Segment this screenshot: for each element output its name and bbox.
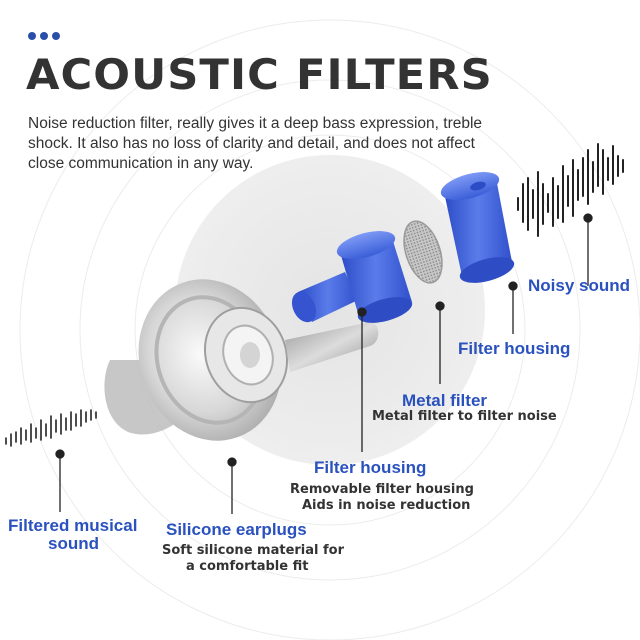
filter-housing-bottom-label: Filter housing <box>314 458 427 477</box>
metal-filter-label: Metal filter <box>402 391 488 410</box>
filtered-sound-wave <box>5 409 97 447</box>
filter-housing-right-shape <box>440 172 515 283</box>
page-title: ACOUSTIC FILTERS <box>26 50 493 99</box>
background-rings <box>19 19 640 640</box>
filtered-sound-label-line2: sound <box>48 534 99 553</box>
filter-housing-description-line2: Aids in noise reduction <box>302 498 471 513</box>
silicone-earplug-shape <box>104 279 379 441</box>
metal-filter-description: Metal filter to filter noise <box>372 409 557 424</box>
metal-filter-shape <box>403 220 443 284</box>
pointer-lines <box>55 213 593 514</box>
silicone-description-line1: Soft silicone material for <box>162 543 344 558</box>
noisy-sound-label: Noisy sound <box>528 276 631 295</box>
silicone-description-line2: a comfortable fit <box>186 559 309 574</box>
decorative-dots <box>28 32 60 40</box>
noisy-sound-wave <box>517 143 624 237</box>
filtered-sound-label-line1: Filtered musical <box>8 516 138 535</box>
description-text: Noise reduction filter, really gives it … <box>28 115 483 172</box>
filter-housing-left-shape <box>291 231 413 323</box>
filter-housing-top-label: Filter housing <box>458 339 571 358</box>
silicone-earplugs-label: Silicone earplugs <box>166 520 307 539</box>
filter-housing-description-line1: Removable filter housing <box>290 482 474 497</box>
